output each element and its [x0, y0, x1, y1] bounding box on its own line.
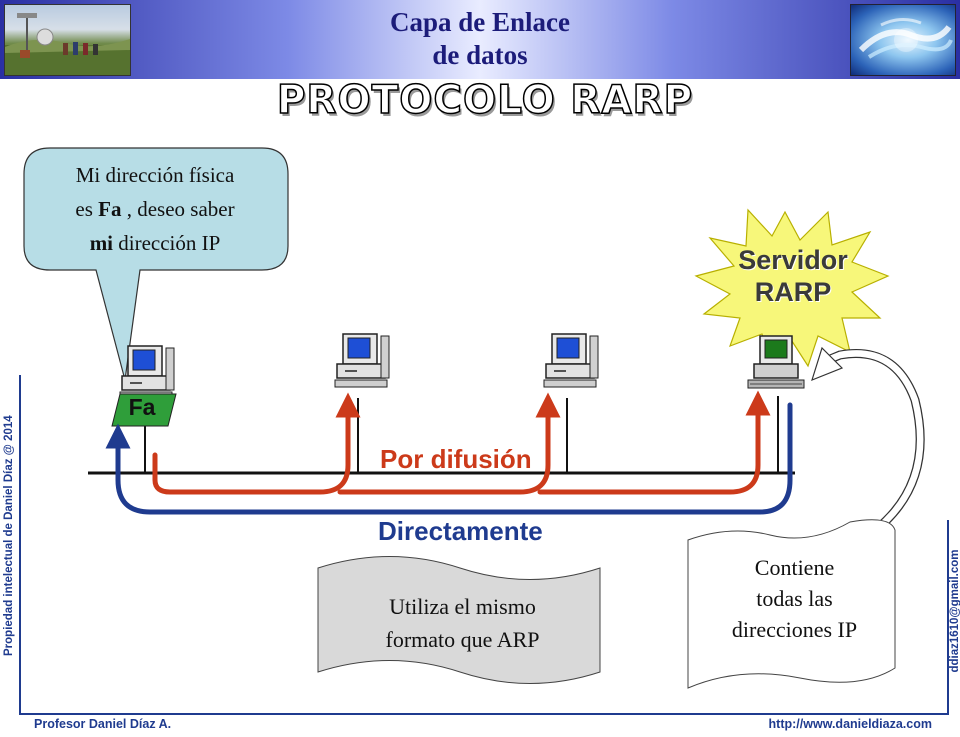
server-label-line1: Servidor — [738, 245, 848, 275]
client-computer-icon — [119, 345, 175, 400]
table-note-line3: direcciones IP — [731, 617, 858, 642]
broadcast-arrow-pc3 — [337, 392, 561, 495]
broadcast-arrow-server — [537, 390, 771, 495]
bottom-frame-line — [19, 713, 949, 715]
callout-text: Mi dirección física es Fa , deseo saber … — [30, 158, 280, 260]
broadcast-arrows — [152, 390, 771, 495]
antenna-field-photo — [4, 4, 131, 76]
callout-line2-prefix: es — [75, 197, 99, 221]
header-title: Capa de Enlace de datos — [330, 6, 630, 72]
callout-line2: es Fa , deseo saber — [30, 192, 280, 226]
table-note-text: Contiene todas las direcciones IP — [692, 552, 897, 645]
callout-fa-bold: Fa — [98, 197, 122, 221]
right-frame-line — [947, 520, 949, 715]
broadcast-label: Por difusión — [380, 444, 532, 474]
header-banner — [0, 0, 960, 79]
direct-label: Directamente — [378, 516, 543, 546]
slide-title: PROTOCOLO RARP — [276, 77, 694, 124]
direct-arrow — [105, 402, 793, 515]
server-label-line2: RARP — [754, 277, 832, 307]
table-note-shape — [687, 519, 896, 689]
callout-line2-suffix: , deseo saber — [121, 197, 235, 221]
fa-tag — [111, 393, 177, 427]
speech-callout — [23, 147, 289, 381]
format-note-line2: formato que ARP — [385, 627, 540, 652]
table-note-line1: Contiene — [754, 555, 835, 580]
header-title-line2: de datos — [432, 40, 528, 70]
format-note-text: Utiliza el mismo formato que ARP — [325, 590, 600, 656]
server-label: Servidor RARP — [728, 244, 858, 308]
format-note-shape — [317, 556, 601, 684]
callout-line3: mi dirección IP — [30, 226, 280, 260]
digital-hand-image — [850, 4, 956, 76]
left-frame-line — [19, 375, 21, 715]
broadcast-arrow-pc2 — [152, 392, 361, 495]
server-computer-icon — [747, 335, 805, 389]
client-mac-label: Fa — [128, 394, 156, 420]
format-note-line1: Utiliza el mismo — [389, 594, 536, 619]
footer-url[interactable]: http://www.danieldiaza.com — [768, 717, 932, 731]
computer-2-icon — [334, 333, 390, 388]
footer-author: Profesor Daniel Díaz A. — [34, 717, 172, 731]
header-title-line1: Capa de Enlace — [389, 7, 570, 37]
callout-line1: Mi dirección física — [75, 163, 235, 187]
table-note-line2: todas las — [756, 586, 833, 611]
callout-line3-suffix: dirección IP — [113, 231, 221, 255]
callout-mi-bold: mi — [89, 231, 114, 255]
computer-3-icon — [543, 333, 599, 388]
